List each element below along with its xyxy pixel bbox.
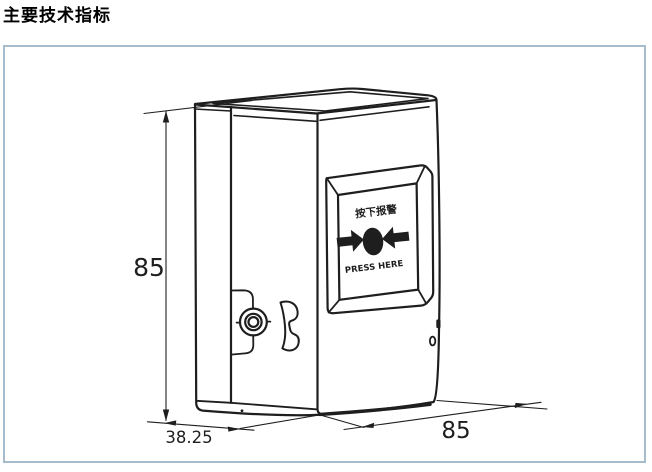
phone-jack-icon bbox=[235, 307, 272, 337]
arrow-right-icon bbox=[336, 229, 364, 252]
top-bevel-left bbox=[193, 108, 232, 112]
handset-icon bbox=[279, 300, 300, 352]
dim-depth-line bbox=[146, 413, 323, 432]
top-face-rim bbox=[212, 91, 429, 112]
bezel-corner-lines bbox=[325, 165, 427, 314]
page-title: 主要技术指标 bbox=[3, 6, 111, 26]
alarm-button bbox=[362, 227, 384, 256]
top-bevel-mid bbox=[233, 114, 317, 123]
bottom-band-left bbox=[195, 399, 317, 411]
screw-hole bbox=[428, 335, 437, 347]
arrow-left-icon bbox=[382, 226, 410, 249]
dim-height-label: 85 bbox=[133, 253, 165, 282]
button-label-cn: 按下报警 bbox=[354, 202, 398, 220]
dim-depth-label: 38.25 bbox=[165, 428, 212, 447]
led-indicator bbox=[436, 319, 441, 328]
top-bevel-front bbox=[319, 106, 430, 122]
bottom-dot bbox=[240, 409, 244, 413]
dim-width-line bbox=[321, 399, 548, 431]
dim-width-label: 85 bbox=[441, 418, 470, 444]
bottom-front-edge bbox=[318, 402, 432, 417]
dim-height-line bbox=[143, 100, 253, 422]
